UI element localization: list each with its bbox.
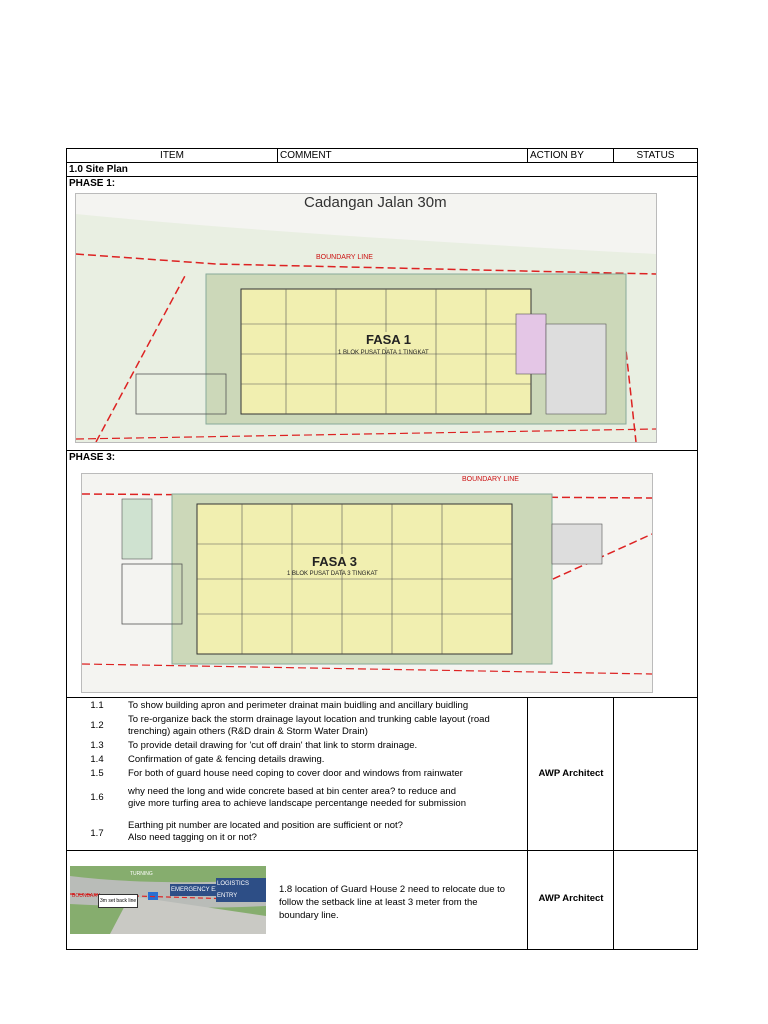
items-cell: 1.1 To show building apron and perimeter… — [67, 698, 527, 850]
items-row: 1.1 To show building apron and perimeter… — [67, 698, 697, 851]
phase1-row: PHASE 1: — [67, 177, 697, 451]
phase3-site-plan: BOUNDARY LINE FASA 3 1 BLOK PUSAT DATA 3… — [81, 473, 653, 693]
phase1-label: PHASE 1: — [69, 178, 116, 189]
item-number: 1.5 — [90, 768, 104, 779]
item-1-8-action-by: AWP Architect — [538, 893, 604, 904]
item-1-8-row: EMERGENCY EXIT LOGISTICS ENTRY BOUNDARY … — [67, 851, 697, 949]
action-by-value: AWP Architect — [538, 768, 604, 779]
phase1-boundary-label: BOUNDARY LINE — [316, 254, 373, 261]
item-text: To re-organize back the storm drainage l… — [128, 714, 490, 725]
phase1-block-sub: 1 BLOK PUSAT DATA 1 TINGKAT — [338, 350, 429, 356]
phase3-label: PHASE 3: — [69, 452, 116, 463]
phase1-block-label: FASA 1 — [366, 332, 412, 347]
action-by-cell: AWP Architect — [527, 698, 613, 850]
item-number: 1.7 — [90, 828, 104, 839]
phase1-road-label: Cadangan Jalan 30m — [304, 194, 447, 211]
phase3-block-label: FASA 3 — [312, 554, 358, 569]
logistics-entry-label: LOGISTICS ENTRY — [216, 878, 266, 902]
item-text: To provide detail drawing for 'cut off d… — [128, 740, 418, 751]
item-number: 1.3 — [90, 740, 104, 751]
item-number: 1.1 — [90, 700, 104, 711]
emergency-exit-label: EMERGENCY EXIT — [170, 884, 226, 896]
phase3-block-sub: 1 BLOK PUSAT DATA 3 TINGKAT — [287, 571, 378, 577]
item-1-8-comment-cell: 1.8 location of Guard House 2 need to re… — [277, 851, 527, 949]
list-item: 1.7 Earthing pit number are located and … — [67, 820, 527, 844]
section-title: 1.0 Site Plan — [69, 164, 128, 175]
item-text: For both of guard house need coping to c… — [128, 768, 463, 779]
review-sheet: ITEM COMMENT ACTION BY STATUS 1.0 Site P… — [66, 148, 698, 950]
setback-note: 3m set back line — [98, 894, 139, 908]
item-text: give more turfing area to achieve landsc… — [128, 798, 466, 809]
item-text: trenching) again others (R&D drain & Sto… — [128, 726, 368, 737]
list-item: 1.2 To re-organize back the storm draina… — [67, 714, 527, 738]
boundary-label: BOUNDARY — [72, 893, 101, 899]
item-1-8-action-cell: AWP Architect — [527, 851, 613, 949]
item-1-8-text-line: 1.8 location of Guard House 2 need to re… — [279, 884, 506, 895]
item-number: 1.4 — [90, 754, 104, 765]
item-text: Also need tagging on it or not? — [128, 832, 257, 843]
item-1-8-text: 1.8 location of Guard House 2 need to re… — [279, 883, 525, 922]
phase1-site-plan: Cadangan Jalan 30m BOUNDARY LINE FASA 1 … — [75, 193, 657, 443]
turning-label: TURNING — [130, 871, 153, 877]
review-table: ITEM COMMENT ACTION BY STATUS 1.0 Site P… — [66, 148, 698, 950]
header-status: STATUS — [613, 149, 697, 162]
guard-house-location-image: EMERGENCY EXIT LOGISTICS ENTRY BOUNDARY … — [70, 866, 266, 934]
header-item: ITEM — [160, 149, 184, 161]
list-item: 1.6 why need the long and wide concrete … — [67, 786, 527, 810]
item-number: 1.6 — [90, 792, 104, 803]
header-action-by: ACTION BY — [527, 149, 613, 162]
item-1-8-text-line: boundary line. — [279, 910, 339, 921]
item-text: Earthing pit number are located and posi… — [128, 820, 403, 831]
table-header-row: ITEM COMMENT ACTION BY STATUS — [67, 149, 697, 163]
phase3-boundary-label: BOUNDARY LINE — [462, 476, 519, 483]
status-cell — [613, 698, 697, 850]
phase3-row: PHASE 3: — [67, 451, 697, 698]
item-number: 1.2 — [90, 720, 104, 731]
item-text: To show building apron and perimeter dra… — [128, 700, 469, 711]
item-text: Confirmation of gate & fencing details d… — [128, 754, 325, 765]
item-1-8-image-cell: EMERGENCY EXIT LOGISTICS ENTRY BOUNDARY … — [67, 851, 277, 949]
item-1-8-status-cell — [613, 851, 697, 949]
item-text: why need the long and wide concrete base… — [128, 786, 456, 797]
section-title-row: 1.0 Site Plan — [67, 163, 697, 177]
header-comment: COMMENT — [277, 149, 527, 162]
item-1-8-text-line: follow the setback line at least 3 meter… — [279, 897, 478, 908]
